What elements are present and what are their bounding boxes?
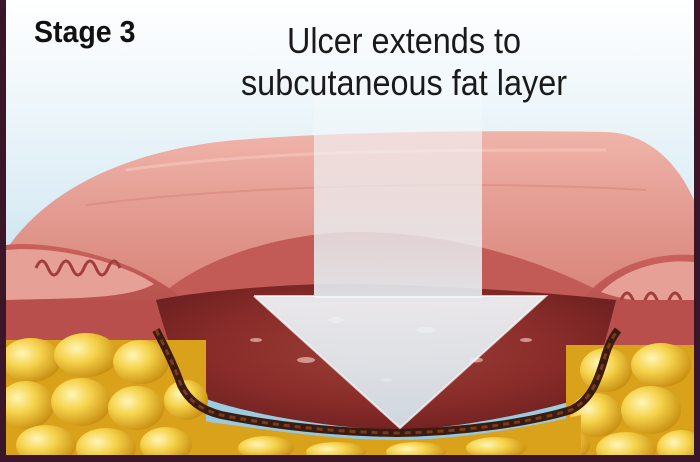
caption-line-1: Ulcer extends to: [206, 20, 602, 62]
caption: Ulcer extends to subcutaneous fat layer: [206, 20, 602, 104]
caption-line-2: subcutaneous fat layer: [206, 62, 602, 104]
diagram-canvas: Stage 3 Ulcer extends to subcutaneous fa…: [6, 0, 694, 455]
stage-label: Stage 3: [34, 14, 135, 50]
